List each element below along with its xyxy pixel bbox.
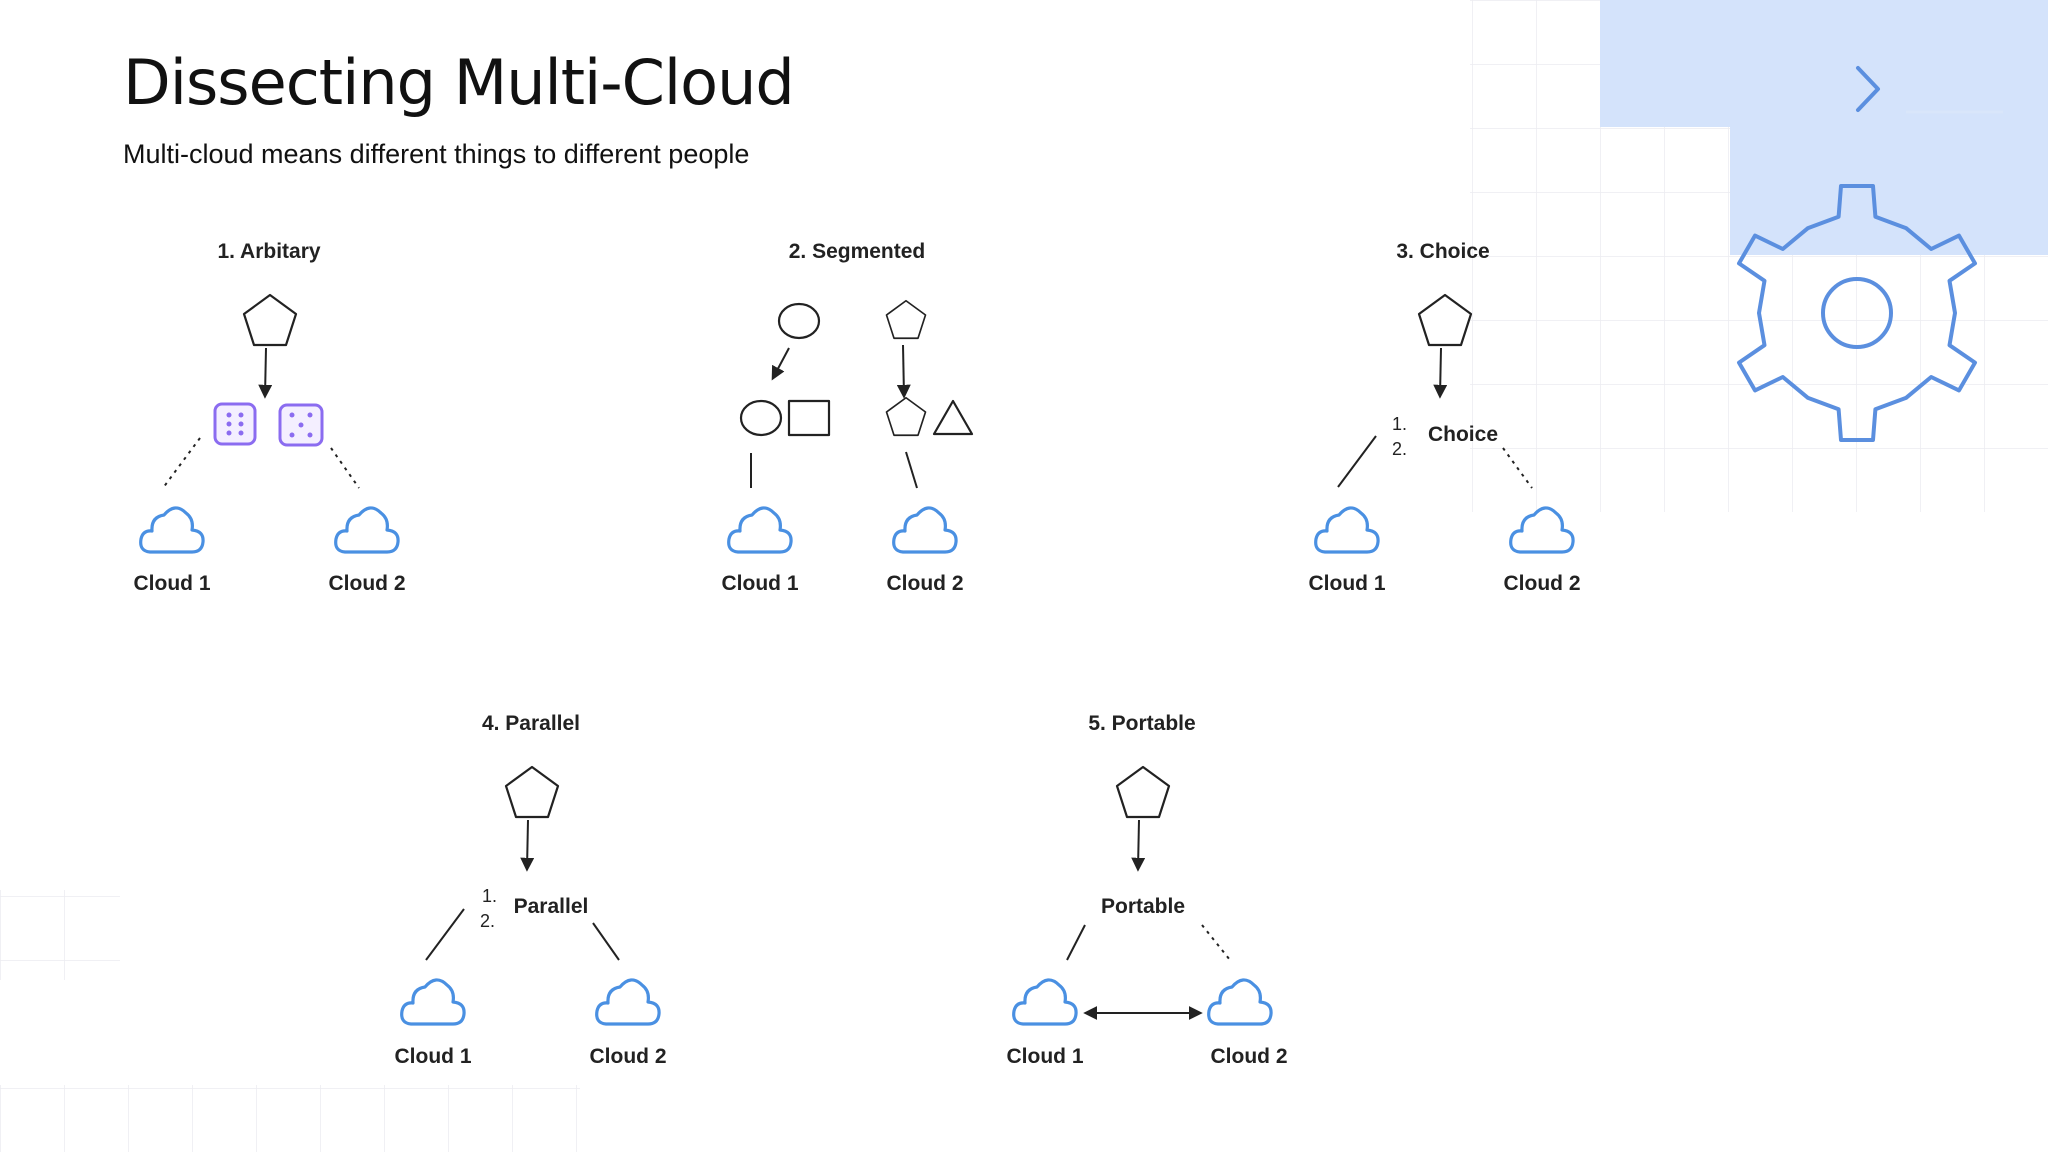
diagram-caption: 1. Arbitary [217,240,320,263]
choice-number: 2. [1392,439,1407,459]
cloud-icon [334,506,400,554]
cloud-icon [400,978,466,1026]
connector-line [1337,435,1377,488]
pentagon-icon [504,765,560,819]
diagram-choice: 3. Choice 1. 2. Choice Cloud 1 Cloud 2 [1309,240,1581,595]
diagram-parallel: 4. Parallel 1. 2. Parallel Cloud 1 Cloud… [395,712,667,1068]
accent-panel-right [1730,0,2048,255]
connector-dashed [330,447,360,489]
cloud-label: Cloud 1 [722,572,799,595]
cloud-icon [1012,978,1078,1026]
grid-pattern-bottom [0,1085,580,1152]
diagram-portable: 5. Portable Portable Cloud 1 Cloud 2 [1007,712,1288,1068]
cloud-icon [1207,978,1273,1026]
connector-dashed [162,437,201,489]
cloud-label: Cloud 1 [1309,572,1386,595]
circle-icon [739,399,783,437]
node-label: Portable [1101,895,1185,918]
parallel-number: 2. [480,911,495,931]
cloud-label: Cloud 2 [1504,572,1581,595]
connector-dashed [1201,924,1231,961]
page-title: Dissecting Multi-Cloud [123,46,795,119]
grid-pattern-bottom-left [0,890,120,980]
pentagon-icon [885,396,927,437]
node-label: Choice [1428,423,1498,446]
cloud-label: Cloud 1 [134,572,211,595]
square-icon [787,399,831,437]
parallel-number: 1. [482,886,497,906]
cloud-label: Cloud 1 [1007,1045,1084,1068]
triangle-icon [932,399,974,436]
dice-icon [213,402,257,446]
cloud-label: Cloud 2 [887,572,964,595]
page-subtitle: Multi-cloud means different things to di… [123,139,750,169]
cloud-icon [595,978,661,1026]
dice-icon [278,403,324,447]
cloud-icon [727,506,793,554]
pentagon-icon [242,293,298,347]
pentagon-icon [1417,293,1473,347]
connector-line [1066,924,1086,961]
connector-line [425,908,465,961]
arrow-down [258,347,273,399]
node-label: Parallel [514,895,589,918]
cloud-label: Cloud 2 [590,1045,667,1068]
terminal-prompt-icon [1856,66,2003,114]
cloud-icon [1314,506,1380,554]
cloud-label: Cloud 2 [329,572,406,595]
pentagon-icon [885,299,927,340]
diagram-caption: 3. Choice [1396,240,1489,263]
gear-icon [1737,184,1977,442]
connector-line [592,922,620,961]
choice-number: 1. [1392,414,1407,434]
diagram-caption: 2. Segmented [789,240,926,263]
cloud-label: Cloud 2 [1211,1045,1288,1068]
arrow-down [1433,347,1448,399]
connector-dashed [1502,447,1533,489]
diagram-arbitary: 1. Arbitary Cloud 1 Cloud 2 [134,240,406,595]
cloud-icon [892,506,958,554]
connector-line [905,451,918,489]
arrow-down [771,347,790,381]
circle-icon [777,302,821,340]
diagram-segmented: 2. Segmented Cloud 1 Cloud 2 [722,240,974,595]
pentagon-icon [1115,765,1171,819]
diagram-caption: 4. Parallel [482,712,580,735]
arrow-down [1131,819,1146,872]
arrow-down [520,819,535,872]
cloud-icon [1509,506,1575,554]
cloud-icon [139,506,205,554]
diagram-caption: 5. Portable [1088,712,1195,735]
cloud-label: Cloud 1 [395,1045,472,1068]
arrow-down [896,344,911,399]
